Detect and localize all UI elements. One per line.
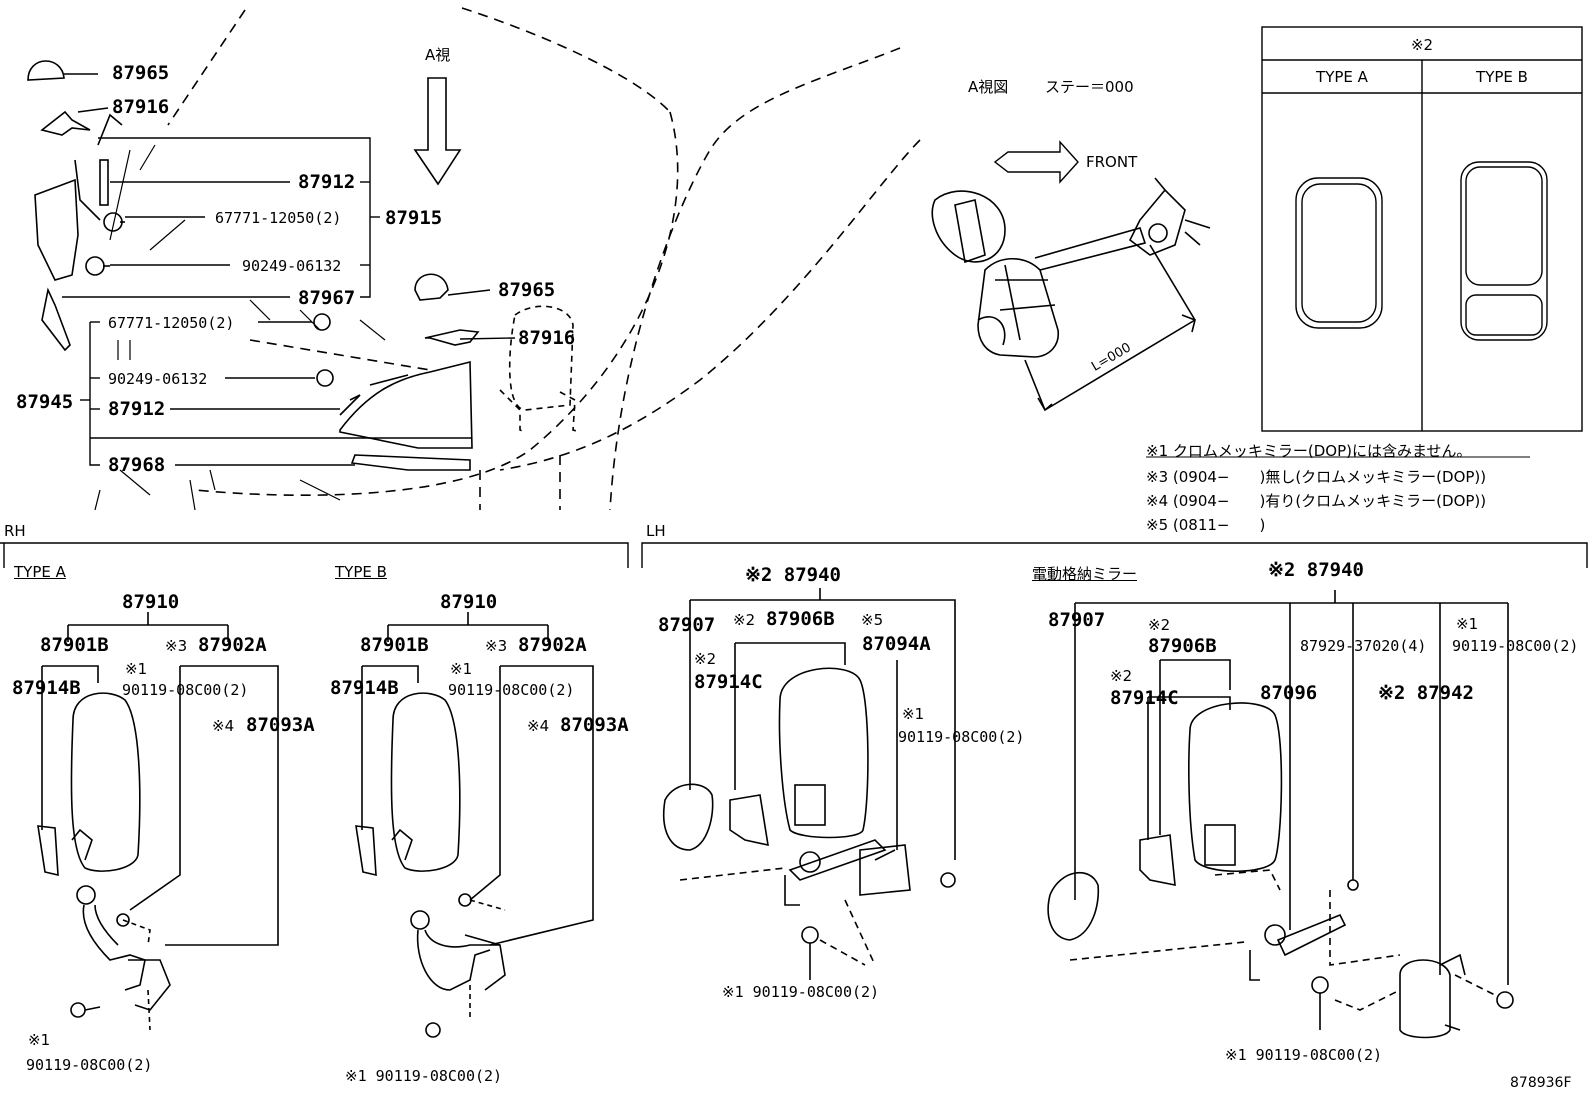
lh-m-87906b: 87906B [766, 608, 835, 630]
lh-m-mirror-note: ※2 [733, 611, 756, 629]
rh-a-bottom-bolt: 90119-08C00(2) [26, 1056, 153, 1074]
lh-e-87940: ※2 87940 [1268, 559, 1364, 581]
section-rh: RH [4, 522, 26, 540]
rh-a-bottom-note: ※1 [28, 1031, 51, 1049]
lh-m-87094a: 87094A [862, 633, 931, 655]
lh-e-87096: 87096 [1260, 682, 1318, 704]
rh-b-note4: ※4 [527, 717, 550, 735]
callout-87915: 87915 [385, 207, 443, 229]
rh-b-87901b: 87901B [360, 634, 429, 656]
callout-87912-top: 87912 [298, 171, 356, 193]
rh-a-87910: 87910 [122, 591, 180, 613]
lh-m-87940: ※2 87940 [745, 564, 841, 586]
callout-87968: 87968 [108, 454, 166, 476]
note-3: ※3 (0904− )無し(クロムメッキミラー(DOP)) [1146, 468, 1487, 486]
rh-a-note4: ※4 [212, 717, 235, 735]
rh-b-87914b: 87914B [330, 677, 399, 699]
shading-lines [94, 144, 386, 511]
rh-type-a-title: TYPE A [14, 563, 66, 581]
callout-67771-top: 67771-12050(2) [215, 209, 342, 227]
rh-a-87902a: 87902A [198, 634, 267, 656]
rh-type-b-drawing [355, 612, 594, 1038]
rh-b-87093a: 87093A [560, 714, 629, 736]
callout-87916-mid: 87916 [518, 327, 576, 349]
lh-e-87906b: 87906B [1148, 635, 1217, 657]
callout-90249-mid: 90249-06132 [108, 370, 208, 388]
rh-a-87901b: 87901B [40, 634, 109, 656]
figure-id: 878936F [1510, 1075, 1572, 1091]
type-table-col-a: TYPE A [1316, 68, 1368, 86]
type-table [1261, 26, 1583, 432]
top-left-parts [27, 60, 581, 471]
lh-m-note5: ※5 [861, 611, 884, 629]
rh-b-87902a: 87902A [518, 634, 587, 656]
lh-m-cover-note: ※2 [694, 650, 717, 668]
rh-b-note3: ※3 [485, 637, 508, 655]
rh-a-note1: ※1 [125, 660, 148, 678]
lh-e-bottom-bolt: ※1 90119-08C00(2) [1225, 1046, 1383, 1064]
view-a-stay: ステー＝000 [1045, 78, 1134, 96]
view-arrow-label: A視 [425, 46, 451, 64]
note-5: ※5 (0811− ) [1146, 516, 1266, 534]
view-a-drawing [931, 140, 1211, 412]
lh-e-87907: 87907 [1048, 609, 1106, 631]
lh-e-title: 電動格納ミラー [1032, 565, 1138, 583]
rh-a-87093a: 87093A [246, 714, 315, 736]
callout-87967: 87967 [298, 287, 356, 309]
rh-a-note3: ※3 [165, 637, 188, 655]
body-outline-lines [167, 7, 921, 511]
rh-a-bolt: 90119-08C00(2) [122, 681, 249, 699]
lh-electric-drawing [1047, 590, 1514, 1039]
rh-b-87910: 87910 [440, 591, 498, 613]
type-table-header: ※2 [1410, 36, 1434, 54]
lh-e-87942: ※2 87942 [1378, 682, 1474, 704]
lh-m-bolt-note: ※1 [902, 705, 925, 723]
rh-b-bottom-bolt: ※1 90119-08C00(2) [345, 1067, 503, 1085]
callout-67771-mid: 67771-12050(2) [108, 314, 235, 332]
lh-m-bottom-bolt: ※1 90119-08C00(2) [722, 983, 880, 1001]
type-table-col-b: TYPE B [1476, 68, 1528, 86]
rh-b-bolt: 90119-08C00(2) [448, 681, 575, 699]
lh-e-mirror-note: ※2 [1148, 616, 1171, 634]
top-leader-lines [62, 73, 516, 466]
callout-87965-top: 87965 [112, 62, 170, 84]
lh-e-screw: 87929-37020(4) [1300, 637, 1427, 655]
lh-e-87914c: 87914C [1110, 687, 1179, 709]
front-label: FRONT [1086, 153, 1138, 171]
section-brackets [0, 542, 1588, 568]
lh-manual-drawing [663, 588, 956, 980]
rh-b-note1: ※1 [450, 660, 473, 678]
rh-a-87914b: 87914B [12, 677, 81, 699]
section-lh: LH [646, 522, 666, 540]
lh-e-bolt: 90119-08C00(2) [1452, 637, 1579, 655]
rh-type-a-drawing [37, 612, 279, 1031]
callout-87945: 87945 [16, 391, 74, 413]
lh-e-bolt-note: ※1 [1456, 615, 1479, 633]
lh-e-cover-note: ※2 [1110, 667, 1133, 685]
note-4: ※4 (0904− )有り(クロムメッキミラー(DOP)) [1146, 492, 1487, 510]
callout-90249-top: 90249-06132 [242, 257, 342, 275]
note-1: ※1 クロムメッキミラー(DOP)には含みません。 [1146, 442, 1472, 460]
callout-87965-mid: 87965 [498, 279, 556, 301]
lh-m-bolt: 90119-08C00(2) [898, 728, 1025, 746]
callout-87916-top: 87916 [112, 96, 170, 118]
lh-m-87907: 87907 [658, 614, 716, 636]
rh-type-b-title: TYPE B [335, 563, 387, 581]
callout-87912-mid: 87912 [108, 398, 166, 420]
view-a-title: A視図 [968, 78, 1009, 96]
lh-m-87914c: 87914C [694, 671, 763, 693]
